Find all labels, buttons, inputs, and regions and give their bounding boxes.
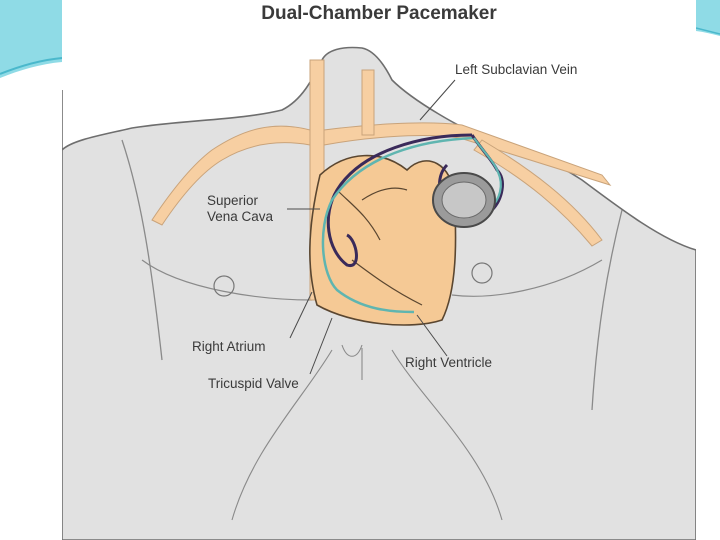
label-vena-cava: Vena Cava <box>207 209 274 224</box>
torso-left-arm-line <box>121 139 163 361</box>
heart <box>309 154 457 326</box>
ventricular-lead <box>321 136 475 314</box>
label-left-subclavian-vein: Left Subclavian Vein <box>455 62 578 77</box>
diagram-title: Dual-Chamber Pacemaker <box>261 3 497 24</box>
left-brachiocephalic-vein <box>151 125 311 226</box>
slide-swoosh-left <box>0 0 62 78</box>
torso-right-chest-line <box>451 259 603 297</box>
subclavian-vein-right <box>361 69 375 136</box>
label-superior: Superior <box>207 193 259 208</box>
torso-left-chest-line <box>141 259 313 301</box>
left-nipple <box>213 275 235 297</box>
leader-subclavian <box>419 79 456 121</box>
label-right-atrium: Right Atrium <box>192 339 266 354</box>
pacemaker-figure: Dual-Chamber Pacemaker Left Subclavian V… <box>62 0 696 540</box>
torso-right-arm-line <box>591 209 623 411</box>
label-right-ventricle: Right Ventricle <box>405 355 493 370</box>
slide-swoosh-line-left <box>0 57 63 75</box>
leader-tricuspid <box>309 317 333 375</box>
slide-swoosh-line-right <box>695 27 720 35</box>
pacemaker-generator-face <box>441 181 487 219</box>
atrial-lead <box>326 133 473 267</box>
leader-right-atrium <box>289 291 313 339</box>
label-tricuspid-valve: Tricuspid Valve <box>208 376 299 391</box>
slide-swoosh-right <box>696 0 720 36</box>
sternum-notch <box>231 344 503 521</box>
subclavian-vein-left-branch <box>473 139 603 247</box>
right-nipple <box>471 262 493 284</box>
pacemaker-diagram <box>62 46 696 540</box>
heart-detail <box>336 187 423 306</box>
leader-right-ventricle <box>416 314 448 357</box>
